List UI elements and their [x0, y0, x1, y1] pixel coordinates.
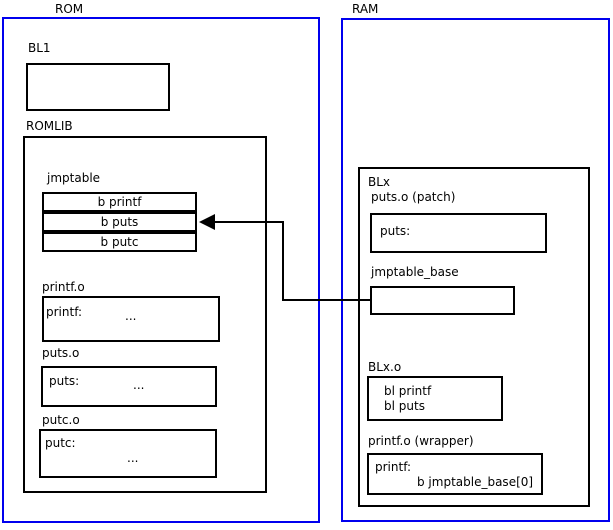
- blx-label: BLx: [368, 175, 391, 189]
- putc-symbol: putc:: [45, 436, 76, 450]
- jmptable-entry-printf: b printf: [42, 192, 197, 212]
- putc-o-label: putc.o: [42, 413, 80, 427]
- printf-o-box: printf: ...: [42, 296, 220, 342]
- bl1-label: BL1: [28, 41, 51, 55]
- jmptable-base-label: jmptable_base: [371, 265, 459, 279]
- jmptable-base-box: [370, 286, 515, 315]
- printf-ellipsis: ...: [125, 309, 137, 323]
- puts-patch-box: puts:: [370, 213, 547, 253]
- printf-wrapper-box: printf: b jmptable_base[0]: [367, 453, 543, 495]
- puts-patch-label: puts.o (patch): [371, 190, 456, 204]
- jmptable-entry-puts: b puts: [42, 212, 197, 232]
- jmptable-entry-putc: b putc: [42, 232, 197, 252]
- jmptable-box: b printf b puts b putc: [42, 192, 197, 252]
- jmptable-label: jmptable: [47, 171, 101, 185]
- bl1-box: [26, 63, 170, 111]
- putc-o-box: putc: ...: [39, 429, 217, 478]
- blx-o-line-2: bl puts: [384, 399, 425, 413]
- puts-o-box: puts: ...: [41, 366, 217, 407]
- blx-o-box: bl printf bl puts: [367, 376, 503, 421]
- blx-box: [358, 167, 590, 507]
- romlib-box: [23, 136, 267, 493]
- blx-o-line-1: bl printf: [384, 384, 432, 398]
- ram-region-title: RAM: [352, 2, 379, 16]
- puts-o-label: puts.o: [42, 346, 80, 360]
- puts-ellipsis: ...: [133, 378, 145, 392]
- putc-ellipsis: ...: [127, 451, 139, 465]
- puts-symbol: puts:: [49, 374, 80, 388]
- printf-wrapper-label: printf.o (wrapper): [368, 434, 474, 448]
- puts-patch-symbol: puts:: [380, 224, 411, 238]
- printf-symbol: printf:: [46, 305, 83, 319]
- printf-o-label: printf.o: [42, 280, 85, 294]
- blx-o-label: BLx.o: [368, 360, 402, 374]
- rom-region-title: ROM: [55, 2, 84, 16]
- romlib-label: ROMLIB: [26, 119, 73, 133]
- printf-wrapper-symbol: printf:: [375, 460, 412, 474]
- printf-wrapper-branch: b jmptable_base[0]: [417, 475, 534, 489]
